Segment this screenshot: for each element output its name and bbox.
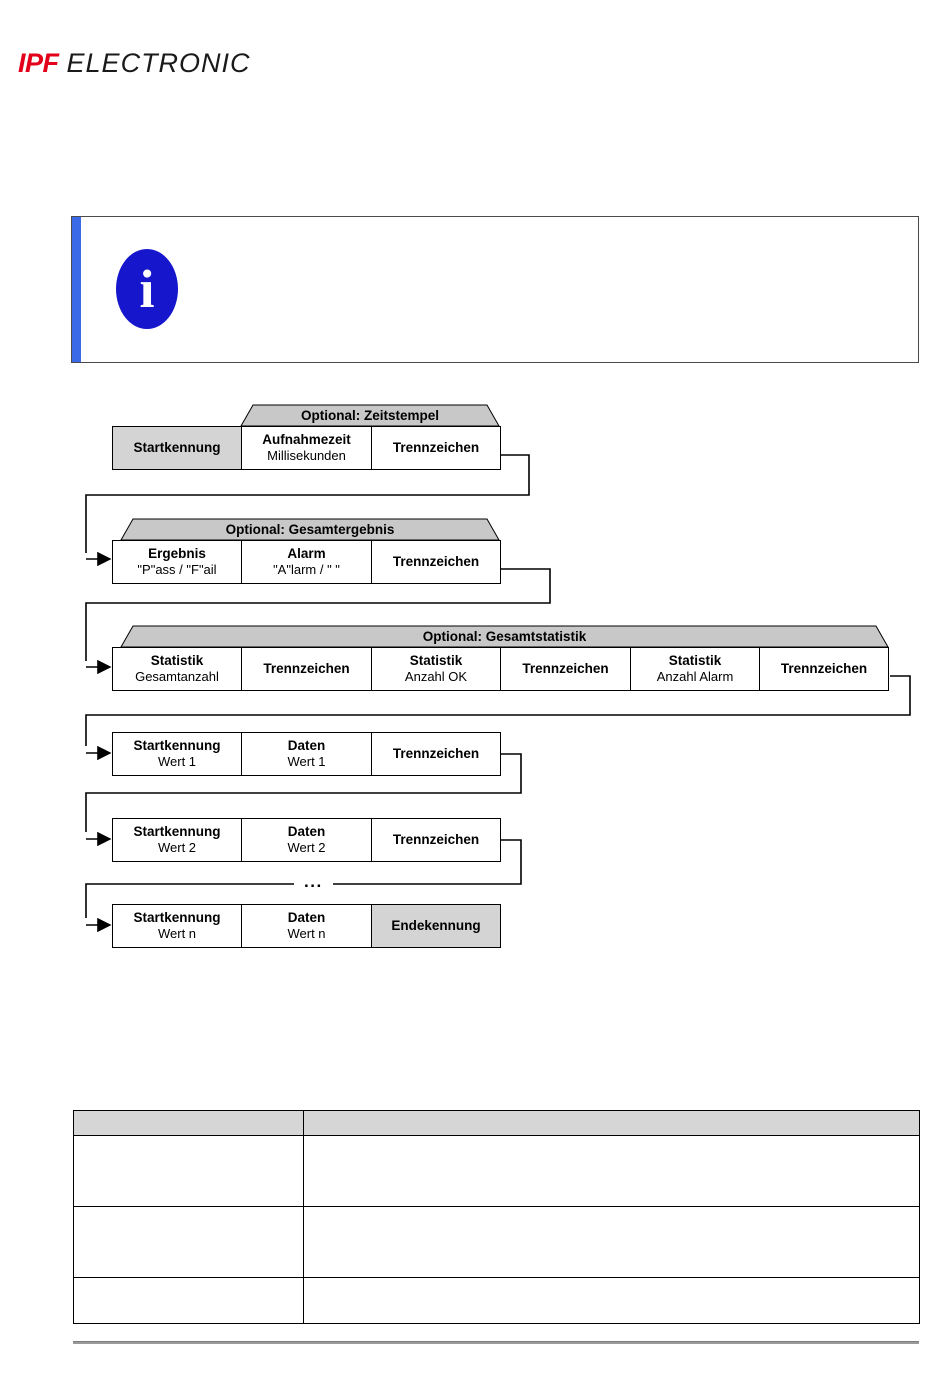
cell-trennzeichen: Trennzeichen: [372, 427, 500, 469]
telegram-row-gesamtstatistik: Statistik Gesamtanzahl Trennzeichen Stat…: [112, 647, 889, 691]
table-cell: [73, 1135, 304, 1207]
cell-trennzeichen: Trennzeichen: [501, 648, 631, 690]
info-icon-disc: [116, 249, 178, 329]
continuation-ellipsis: ...: [294, 873, 333, 890]
cell-aufnahmezeit: Aufnahmezeit Millisekunden: [242, 427, 372, 469]
table-row: [73, 1277, 920, 1324]
telegram-structure-diagram: Optional: Zeitstempel Optional: Gesamter…: [0, 395, 950, 965]
table-header-row: [73, 1110, 920, 1136]
brand-name-bold: IPF: [18, 48, 59, 78]
info-icon-glyph: i: [139, 259, 155, 319]
table-cell: [303, 1277, 920, 1324]
cell-trennzeichen: Trennzeichen: [760, 648, 888, 690]
table-row: [73, 1206, 920, 1278]
cell-endekennung: Endekennung: [372, 905, 500, 947]
cell-daten-wert2: Daten Wert 2: [242, 819, 372, 861]
cell-startkennung: Startkennung: [113, 427, 242, 469]
telegram-row-zeitstempel: Startkennung Aufnahmezeit Millisekunden …: [112, 426, 501, 470]
table-header-cell-2: [303, 1110, 920, 1136]
cell-startkennung-wert2: Startkennung Wert 2: [113, 819, 242, 861]
cell-statistik-anzahl-ok: Statistik Anzahl OK: [372, 648, 501, 690]
parameter-table: [73, 1110, 920, 1324]
footer-divider: [73, 1341, 919, 1344]
telegram-row-wert-2: Startkennung Wert 2 Daten Wert 2 Trennze…: [112, 818, 501, 862]
cell-trennzeichen: Trennzeichen: [372, 819, 500, 861]
cell-daten-wertn: Daten Wert n: [242, 905, 372, 947]
cell-startkennung-wertn: Startkennung Wert n: [113, 905, 242, 947]
table-header-cell-1: [73, 1110, 304, 1136]
cell-alarm: Alarm "A"larm / " ": [242, 541, 372, 583]
table-cell: [303, 1206, 920, 1278]
brand-name-light: ELECTRONIC: [66, 48, 251, 78]
info-note-box: i: [71, 216, 919, 363]
info-accent-bar: [72, 217, 81, 362]
table-cell: [73, 1206, 304, 1278]
cell-trennzeichen: Trennzeichen: [242, 648, 372, 690]
cell-trennzeichen: Trennzeichen: [372, 733, 500, 775]
cell-statistik-anzahl-alarm: Statistik Anzahl Alarm: [631, 648, 760, 690]
telegram-row-wert-1: Startkennung Wert 1 Daten Wert 1 Trennze…: [112, 732, 501, 776]
cell-startkennung-wert1: Startkennung Wert 1: [113, 733, 242, 775]
telegram-row-wert-n: Startkennung Wert n Daten Wert n Endeken…: [112, 904, 501, 948]
telegram-row-gesamtergebnis: Ergebnis "P"ass / "F"ail Alarm "A"larm /…: [112, 540, 501, 584]
cell-ergebnis: Ergebnis "P"ass / "F"ail: [113, 541, 242, 583]
cell-statistik-gesamtanzahl: Statistik Gesamtanzahl: [113, 648, 242, 690]
info-icon: i: [116, 249, 178, 329]
brand-logo: IPF ELECTRONIC: [18, 48, 251, 79]
table-row: [73, 1135, 920, 1207]
cell-daten-wert1: Daten Wert 1: [242, 733, 372, 775]
cell-trennzeichen: Trennzeichen: [372, 541, 500, 583]
table-cell: [73, 1277, 304, 1324]
table-cell: [303, 1135, 920, 1207]
